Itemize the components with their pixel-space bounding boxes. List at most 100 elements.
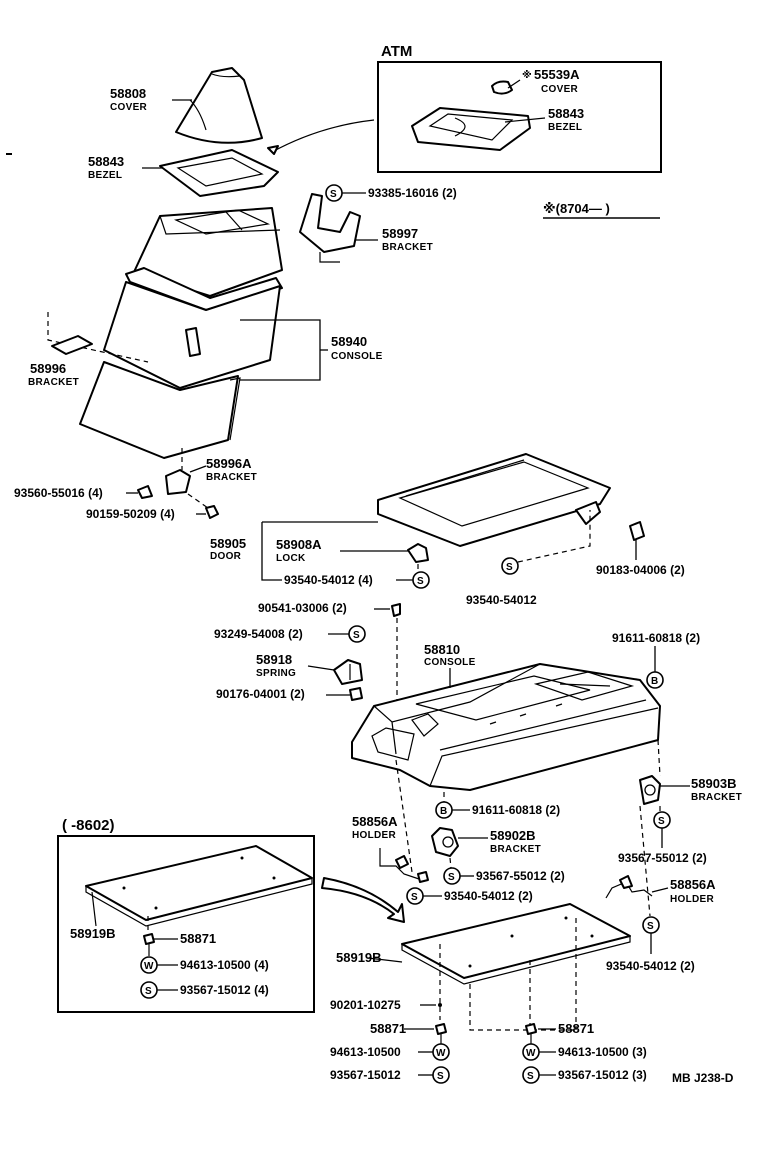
svg-text:CONSOLE: CONSOLE xyxy=(331,351,383,362)
svg-text:90201-10275: 90201-10275 xyxy=(330,998,401,1012)
door-58905: 58905 DOOR xyxy=(210,453,611,581)
svg-text:90541-03006 (2): 90541-03006 (2) xyxy=(258,601,347,615)
svg-text:LOCK: LOCK xyxy=(276,553,306,564)
svg-text:58810: 58810 xyxy=(424,642,460,657)
svg-text:93540-54012 (4): 93540-54012 (4) xyxy=(284,573,373,587)
atm-bezel-number: 58843 xyxy=(548,106,584,121)
svg-text:BRACKET: BRACKET xyxy=(206,472,257,483)
svg-text:93540-54012 (2): 93540-54012 (2) xyxy=(606,959,695,973)
svg-text:93540-54012: 93540-54012 xyxy=(466,593,537,607)
svg-text:W: W xyxy=(526,1048,536,1059)
svg-text:93567-55012 (2): 93567-55012 (2) xyxy=(618,851,707,865)
holder-58856a-left: 58856A HOLDER xyxy=(352,759,429,883)
svg-text:S: S xyxy=(437,1071,444,1082)
svg-text:58919B: 58919B xyxy=(70,926,116,941)
svg-text:HOLDER: HOLDER xyxy=(670,894,714,905)
screw-93249: S 93249-54008 (2) xyxy=(214,625,366,643)
bracket-58903b: 58903B BRACKET xyxy=(639,739,742,812)
pin-90541: 90541-03006 (2) xyxy=(258,601,401,704)
svg-text:BRACKET: BRACKET xyxy=(382,242,433,253)
shift-cover-58808: 58808 COVER xyxy=(110,67,263,144)
pad-58871-right: 58871 xyxy=(525,1021,594,1036)
svg-text:90176-04001 (2): 90176-04001 (2) xyxy=(216,687,305,701)
svg-text:S: S xyxy=(353,630,360,641)
atm-cover-name: COVER xyxy=(541,84,579,95)
svg-text:HOLDER: HOLDER xyxy=(352,830,396,841)
svg-text:58908A: 58908A xyxy=(276,537,322,552)
svg-text:BRACKET: BRACKET xyxy=(691,792,742,803)
svg-text:BRACKET: BRACKET xyxy=(490,844,541,855)
svg-text:B: B xyxy=(651,676,658,687)
atm-inset: ATM ※ 55539A COVER 58843 BEZEL xyxy=(377,43,662,173)
svg-text:SPRING: SPRING xyxy=(256,668,296,679)
date-note: ※(8704— ) xyxy=(543,201,610,216)
svg-text:58940: 58940 xyxy=(331,334,367,349)
screw-93540c: S 93540-54012 (2) xyxy=(406,887,533,905)
svg-text:93560-55016 (4): 93560-55016 (4) xyxy=(14,486,103,500)
svg-text:90159-50209 (4): 90159-50209 (4) xyxy=(86,507,175,521)
clip-90183: 90183-04006 (2) xyxy=(596,521,685,577)
svg-text:W: W xyxy=(436,1048,446,1059)
fastener-93560: 93560-55016 (4) xyxy=(14,485,153,500)
svg-text:W: W xyxy=(144,961,154,972)
atm-bezel-icon xyxy=(411,107,531,151)
rivet-90201: 90201-10275 xyxy=(330,998,442,1012)
svg-text:58843: 58843 xyxy=(88,154,124,169)
svg-text:58871: 58871 xyxy=(370,1021,406,1036)
inset-pointer-arrow xyxy=(321,877,405,923)
pad-58871-left: 58871 xyxy=(370,1021,447,1036)
svg-text:S: S xyxy=(145,986,152,997)
svg-text:91611-60818 (2): 91611-60818 (2) xyxy=(472,803,560,817)
svg-text:S: S xyxy=(647,921,654,932)
svg-text:91611-60818 (2): 91611-60818 (2) xyxy=(612,631,700,645)
console-58810: 58810 CONSOLE xyxy=(351,642,661,791)
svg-text:CONSOLE: CONSOLE xyxy=(424,657,476,668)
svg-text:58997: 58997 xyxy=(382,226,418,241)
svg-text:DOOR: DOOR xyxy=(210,551,242,562)
console-58940: 58940 CONSOLE xyxy=(79,207,383,459)
svg-text:S: S xyxy=(448,872,455,883)
svg-text:93567-15012 (4): 93567-15012 (4) xyxy=(180,983,269,997)
svg-text:90183-04006 (2): 90183-04006 (2) xyxy=(596,563,685,577)
screw-93540b: S 93540-54012 xyxy=(466,510,591,607)
svg-text:58919B: 58919B xyxy=(336,950,382,965)
screw-93567a: S 93567-55012 (2) xyxy=(618,811,707,865)
atm-bezel-name: BEZEL xyxy=(548,122,582,133)
atm-cover-number: 55539A xyxy=(534,67,580,82)
svg-text:S: S xyxy=(506,562,513,573)
lock-58908a: 58908A LOCK xyxy=(276,537,429,572)
svg-text:94613-10500 (4): 94613-10500 (4) xyxy=(180,958,269,972)
atm-pointer-arrow xyxy=(271,119,375,153)
svg-text:BRACKET: BRACKET xyxy=(28,377,79,388)
washer-94613-left: W 94613-10500 xyxy=(330,1034,450,1061)
bracket-58996: 58996 BRACKET xyxy=(28,312,149,388)
svg-text:58856A: 58856A xyxy=(670,877,716,892)
svg-text:58996A: 58996A xyxy=(206,456,252,471)
svg-text:S: S xyxy=(527,1071,534,1082)
svg-text:94613-10500: 94613-10500 xyxy=(330,1045,401,1059)
svg-text:S: S xyxy=(658,816,665,827)
bolt-91611a: 91611-60818 (2) B xyxy=(612,631,700,689)
svg-text:58808: 58808 xyxy=(110,86,146,101)
svg-text:COVER: COVER xyxy=(110,102,148,113)
bracket-58997: 58997 BRACKET xyxy=(299,193,433,263)
screw-93540a: S 93540-54012 (4) xyxy=(284,571,430,589)
svg-text:94613-10500 (3): 94613-10500 (3) xyxy=(558,1045,647,1059)
bracket-58996a: 58996A BRACKET xyxy=(165,448,257,495)
svg-text:S: S xyxy=(330,189,337,200)
svg-text:S: S xyxy=(411,892,418,903)
svg-text:※: ※ xyxy=(522,69,532,81)
bezel-58843: 58843 BEZEL xyxy=(88,149,279,197)
bracket-58902b: 58902B BRACKET xyxy=(431,827,541,857)
footer-code: MB J238-D xyxy=(672,1071,734,1085)
svg-text:58996: 58996 xyxy=(30,361,66,376)
screw-93385: S 93385-16016 (2) xyxy=(325,184,457,202)
fastener-90159: 90159-50209 (4) xyxy=(86,493,219,521)
svg-text:58918: 58918 xyxy=(256,652,292,667)
svg-text:93567-15012: 93567-15012 xyxy=(330,1068,401,1082)
svg-text:93385-16016 (2): 93385-16016 (2) xyxy=(368,186,457,200)
screw-93567-left: S 93567-15012 xyxy=(330,1066,450,1084)
svg-text:S: S xyxy=(417,576,424,587)
svg-text:58905: 58905 xyxy=(210,536,246,551)
